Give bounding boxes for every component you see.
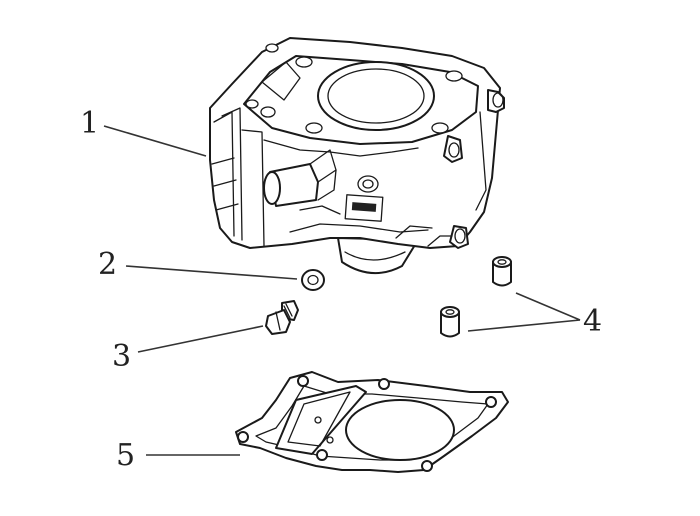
leader-2 [125,265,298,280]
part-gasket [235,371,509,473]
callout-2: 2 [98,247,117,282]
callout-labels: 1 2 3 4 5 [80,106,602,473]
callout-4: 4 [583,304,602,339]
leader-4a [515,292,581,321]
part-cylinder-block [209,37,505,275]
leader-1 [103,125,207,157]
leader-4b [467,319,581,332]
part-dowel-pins [440,256,512,338]
part-bolt [265,300,299,335]
callout-3: 3 [112,339,131,374]
leader-lines [103,125,581,456]
leader-3 [137,325,264,353]
callout-5: 5 [116,438,135,473]
part-washer [301,269,325,291]
callout-1: 1 [80,106,99,141]
